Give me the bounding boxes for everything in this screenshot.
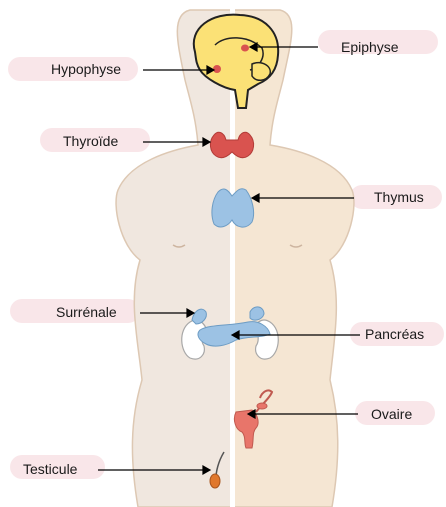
testicle: [210, 474, 220, 488]
label-ovaire: Ovaire: [371, 406, 412, 422]
hypophyse-gland: [213, 65, 221, 73]
epiphyse-gland: [241, 45, 249, 52]
ovary: [257, 403, 267, 409]
label-hypophyse: Hypophyse: [51, 61, 121, 77]
adrenal-right: [250, 307, 264, 320]
label-epiphyse: Epiphyse: [341, 39, 399, 55]
label-thyroide: Thyroïde: [63, 133, 118, 149]
label-surrenale: Surrénale: [56, 304, 117, 320]
label-thymus: Thymus: [374, 189, 424, 205]
cerebellum: [252, 63, 270, 81]
label-pancreas: Pancréas: [365, 326, 424, 342]
label-testicule: Testicule: [23, 461, 77, 477]
